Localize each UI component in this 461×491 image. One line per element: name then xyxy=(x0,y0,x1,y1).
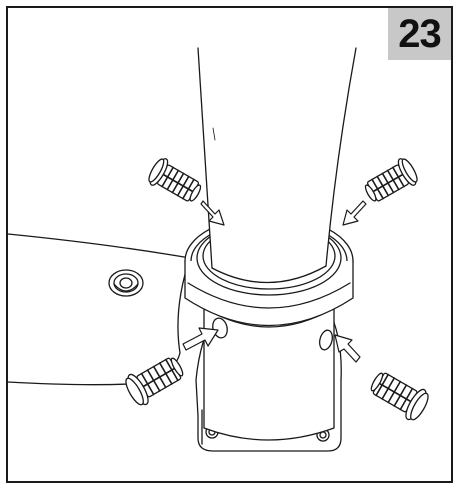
arrows xyxy=(182,200,367,363)
arrow-lower-left-icon xyxy=(182,327,219,351)
assembly-illustration xyxy=(8,47,429,452)
arrow-lower-right-icon xyxy=(334,334,361,363)
plug-lower-right-icon xyxy=(370,372,429,421)
plug-upper-left-icon xyxy=(148,158,202,202)
instruction-frame: 23 xyxy=(6,6,453,483)
socket-hole-right xyxy=(319,329,333,351)
plug-upper-right-icon xyxy=(364,158,418,202)
arrow-upper-right-icon xyxy=(342,200,367,226)
nut-icon xyxy=(108,269,144,297)
step-number-badge: 23 xyxy=(388,8,451,60)
arrow-upper-left-icon xyxy=(200,200,225,226)
pole xyxy=(197,47,357,284)
plug-lower-left-icon xyxy=(125,357,184,406)
